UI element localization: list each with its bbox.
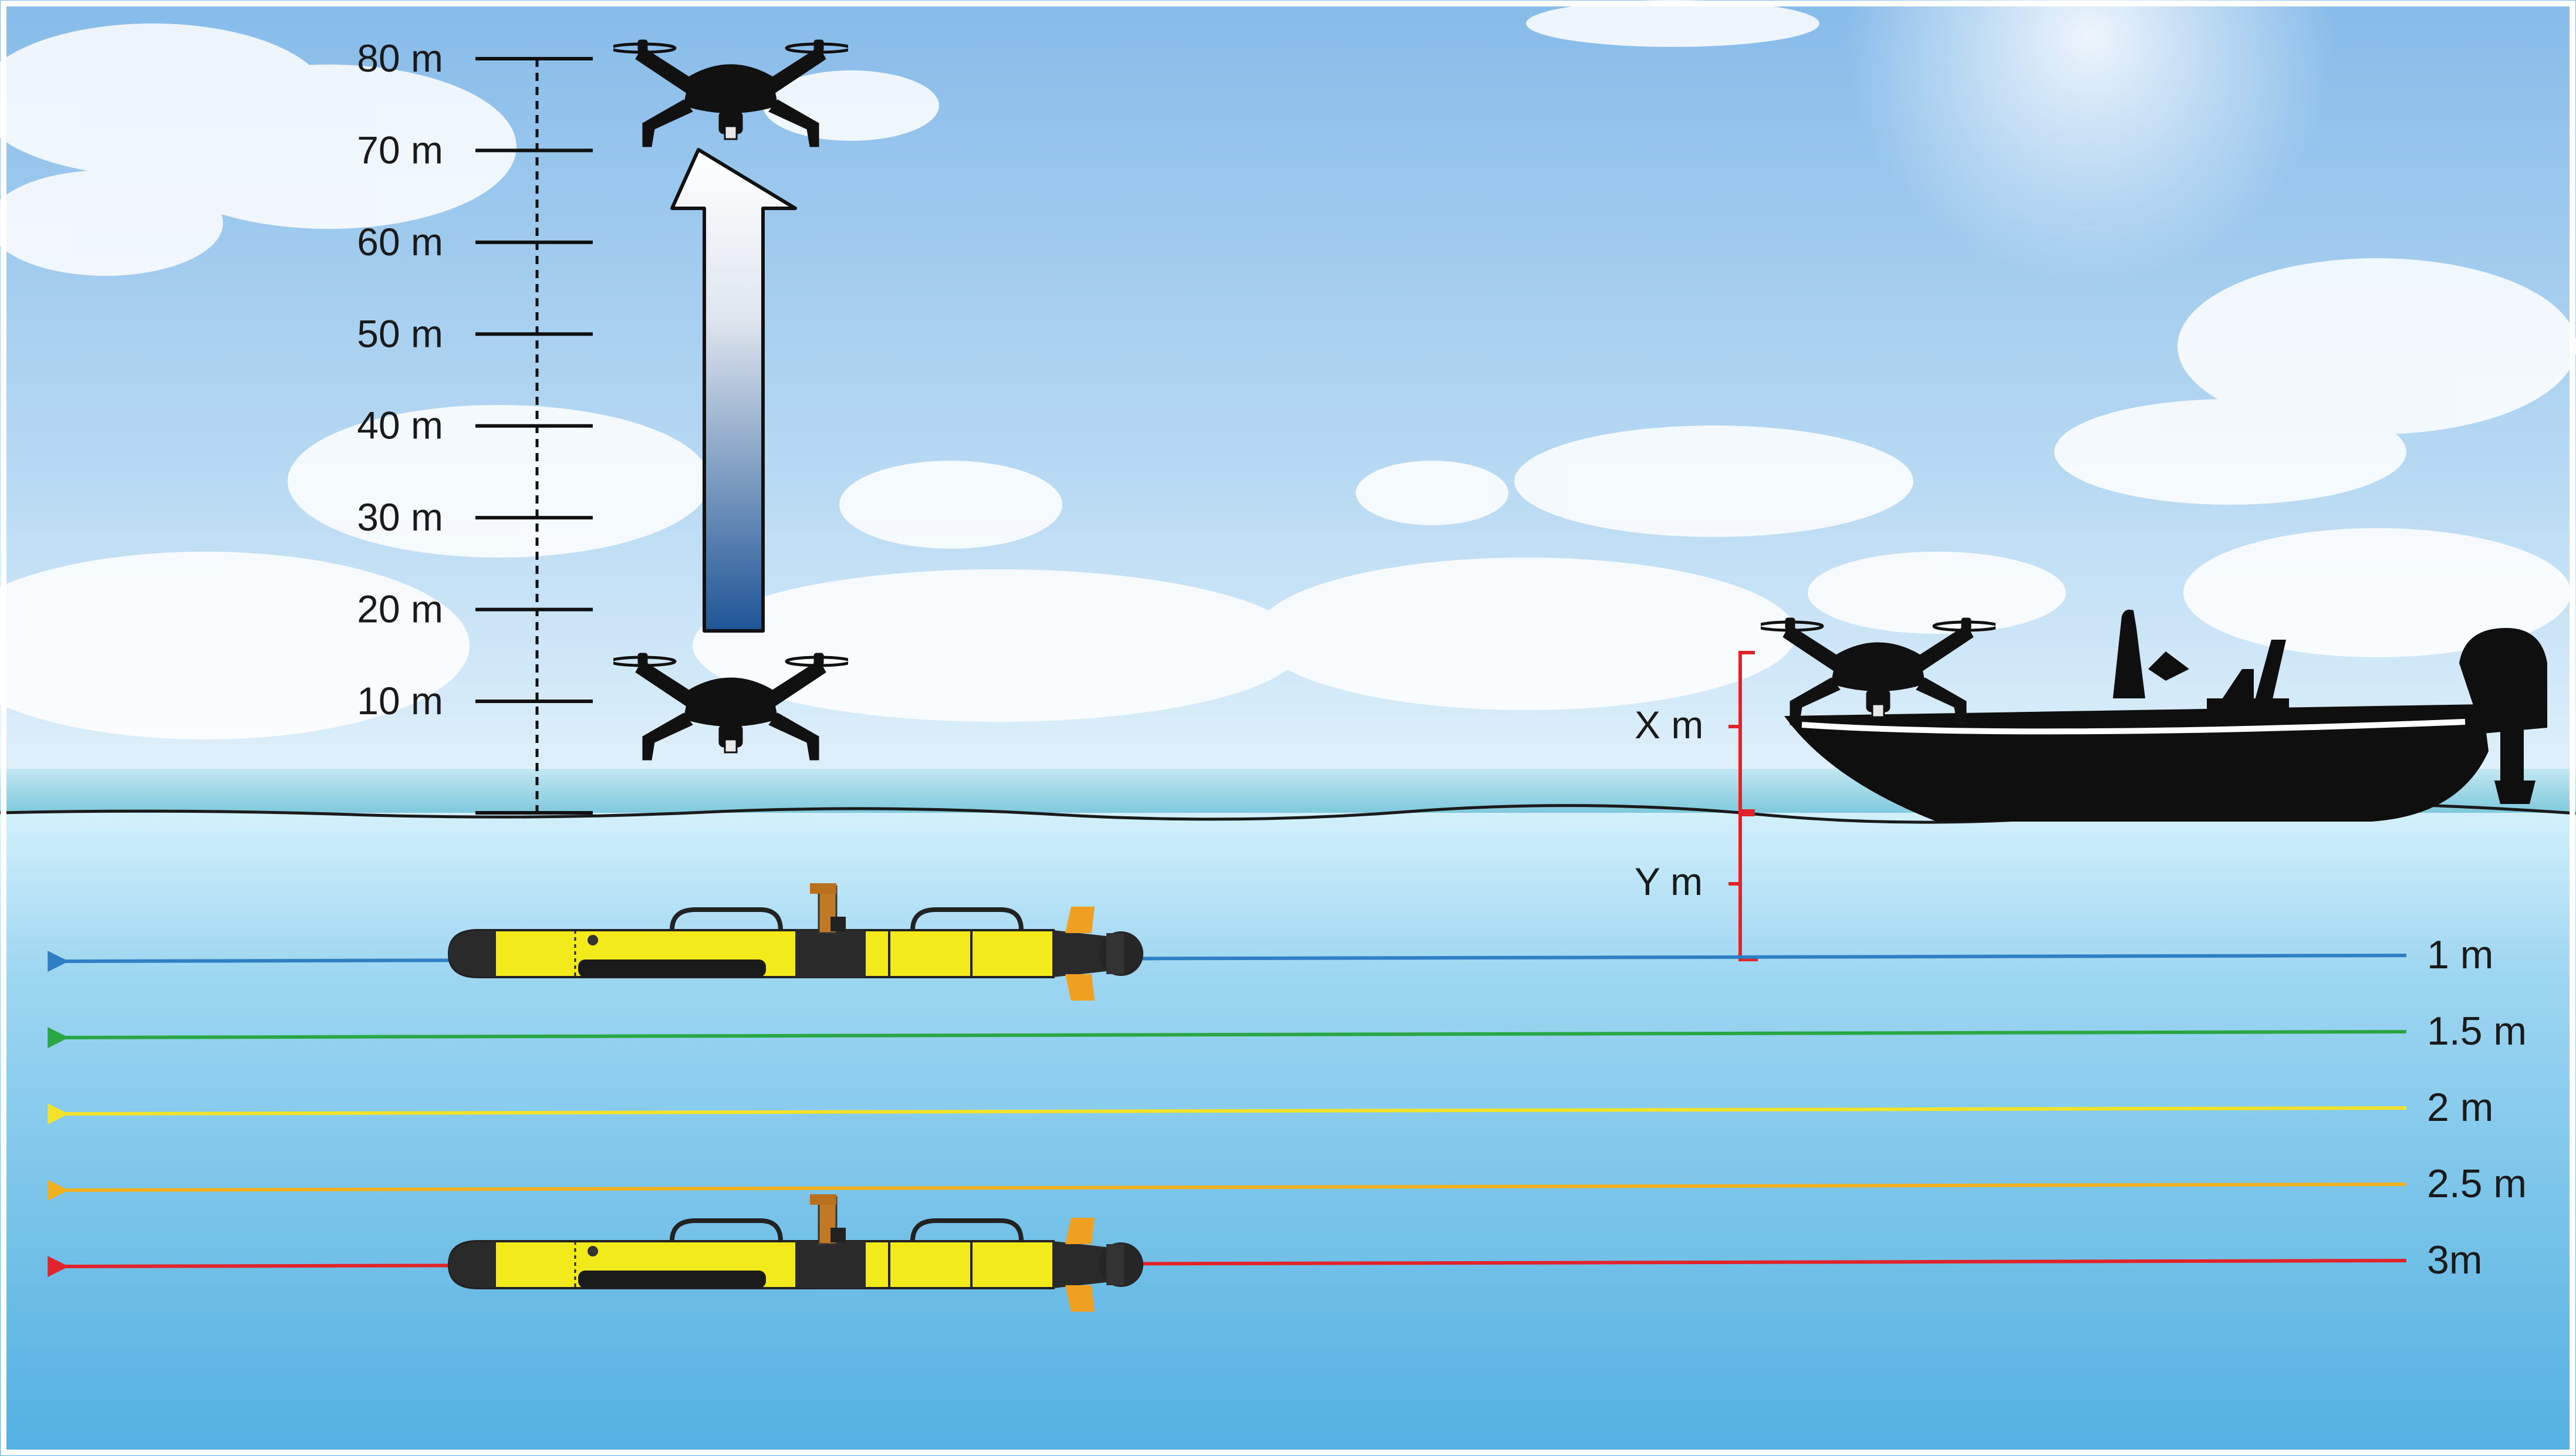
altitude-tick-label: 50 m [357, 312, 443, 355]
depth-line-label: 3m [2427, 1238, 2482, 1282]
sea-background [0, 801, 2576, 1456]
depth-line [48, 1103, 2407, 1125]
altitude-tick-label: 60 m [357, 220, 443, 264]
altitude-tick-label: 30 m [357, 495, 443, 539]
depth-line [48, 1027, 2407, 1049]
altitude-tick-label: 70 m [357, 128, 443, 171]
sky-background [0, 0, 2576, 816]
altitude-tick-label: 20 m [357, 587, 443, 631]
altitude-tick-label: 10 m [357, 679, 443, 722]
depth-line-label: 2.5 m [2427, 1161, 2527, 1206]
altitude-tick-label: 40 m [357, 404, 443, 447]
altitude-tick-label: 80 m [357, 36, 443, 80]
up-arrow-icon [670, 148, 797, 633]
altitude-scale: 80 m 70 m 60 m 50 m 40 m 30 m 20 m 10 m [357, 36, 593, 815]
depth-line-group: 1 m 1.5 m 2 m 2.5 m 3m [48, 933, 2527, 1282]
depth-line [48, 1180, 2407, 1201]
x-offset-label: X m [1635, 703, 1703, 746]
boat-offset-brackets [1728, 651, 1758, 961]
depth-line-label: 2 m [2427, 1085, 2493, 1130]
y-offset-label: Y m [1635, 860, 1703, 903]
depth-line-label: 1 m [2427, 933, 2493, 977]
clouds [0, 0, 2576, 739]
altitude-tick-group: 80 m 70 m 60 m 50 m 40 m 30 m 20 m 10 m [357, 36, 593, 722]
depth-line-label: 1.5 m [2427, 1009, 2527, 1053]
